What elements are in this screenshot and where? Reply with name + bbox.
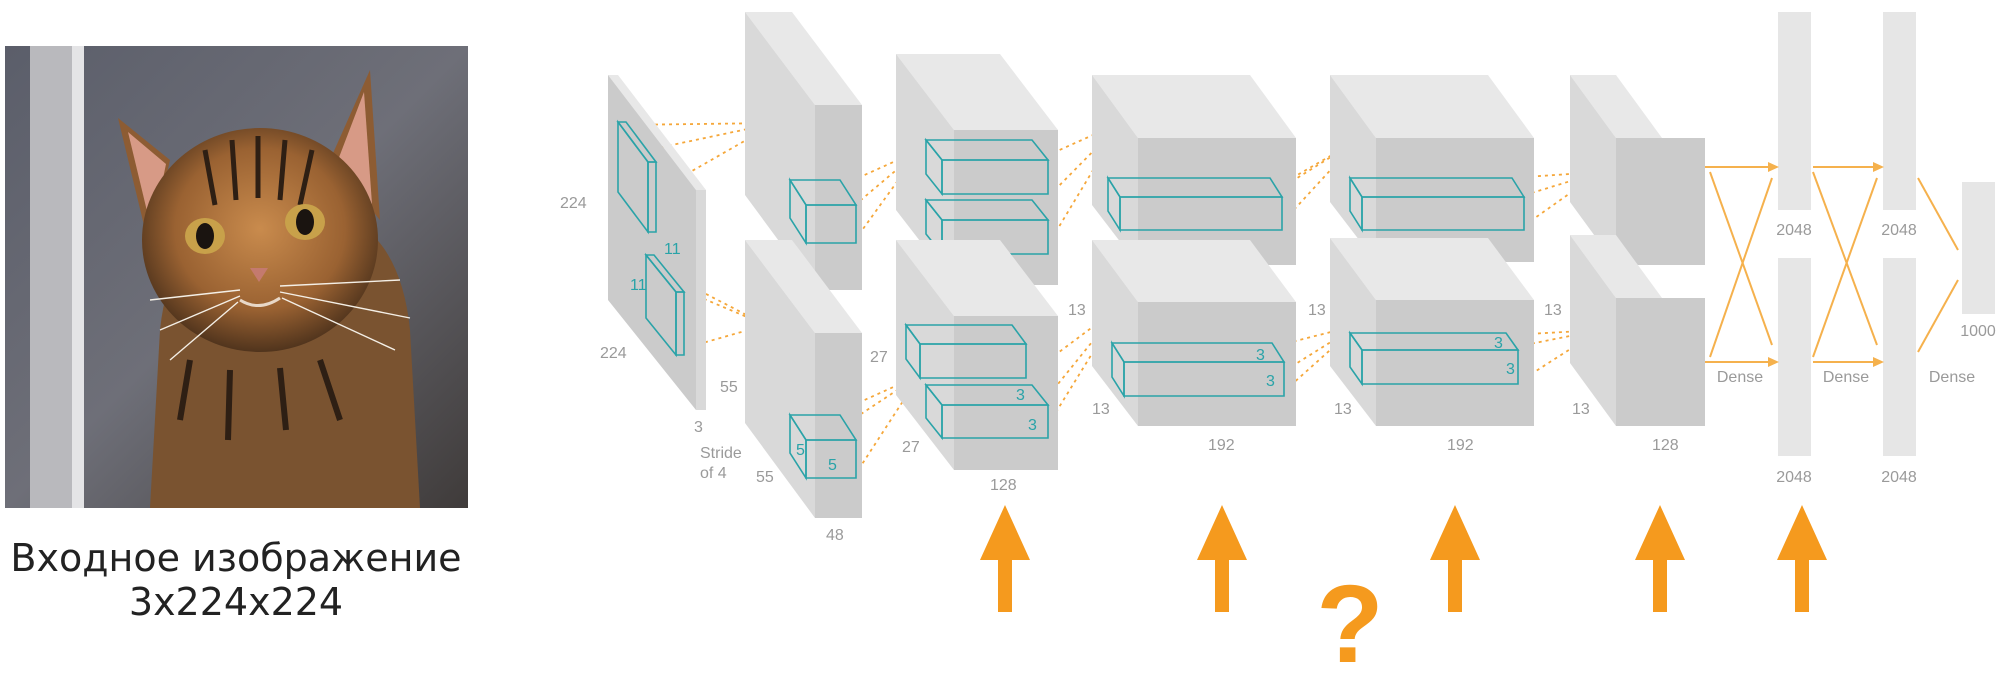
conv1-kernel-label-a: 5 — [796, 442, 805, 459]
conv3-bottom-block — [1092, 240, 1296, 426]
conv1-stride-label: Stride — [700, 445, 742, 462]
conv4-dim-b-label: 13 — [1334, 401, 1352, 418]
arrow-up-icon — [1635, 505, 1685, 612]
conv2-kernel-label-b: 3 — [1028, 417, 1037, 434]
dense1-bottom-label: 2048 — [1776, 469, 1812, 486]
conv4-top-block — [1330, 75, 1534, 262]
dense-flow-arrows — [1705, 162, 1959, 367]
conv3-top-block — [1092, 75, 1296, 265]
input-caption-dims: 3x224x224 — [129, 580, 343, 624]
conv4-kernel-label-b: 3 — [1506, 361, 1515, 378]
conv2-top-block — [896, 54, 1058, 285]
conv1-bottom-block — [745, 240, 862, 518]
dense2-bottom-label: 2048 — [1881, 469, 1917, 486]
conv4-dim-a-label: 13 — [1308, 302, 1326, 319]
dense2-top-label: 2048 — [1881, 222, 1917, 239]
conv3-kernel-label-b: 3 — [1266, 373, 1275, 390]
layer-labels: 224 224 3 11 11 55 55 48 Stride of 4 5 5… — [560, 195, 1996, 544]
input-width-label: 224 — [600, 345, 627, 362]
input-caption-title: Входное изображение — [10, 536, 461, 580]
question-mark: ? — [1316, 563, 1383, 680]
output-type-label: Dense — [1929, 369, 1975, 386]
dense1-top-label: 2048 — [1776, 222, 1812, 239]
output-size-label: 1000 — [1960, 323, 1996, 340]
conv1-kernel-label-b: 5 — [828, 457, 837, 474]
conv2-dim-b-label: 27 — [902, 439, 920, 456]
conv1-depth-label: 48 — [826, 527, 844, 544]
conv1-stride-label-2: of 4 — [700, 465, 727, 482]
conv4-kernel-label-a: 3 — [1494, 335, 1503, 352]
input-kernel-label-1: 11 — [664, 241, 681, 258]
input-kernel-label-2: 11 — [630, 277, 647, 294]
conv5-top-block — [1570, 75, 1705, 265]
conv1-top-block — [745, 12, 862, 290]
arrow-up-icon — [1197, 505, 1247, 612]
conv4-depth-label: 192 — [1447, 437, 1474, 454]
conv3-kernel-label-a: 3 — [1256, 347, 1265, 364]
input-volume — [608, 75, 706, 410]
conv1-dim-a-label: 55 — [720, 379, 738, 396]
orange-arrows — [980, 505, 1827, 612]
cat-photo-icon — [5, 46, 468, 508]
conv5-dim-a-label: 13 — [1544, 302, 1562, 319]
conv1-dim-b-label: 55 — [756, 469, 774, 486]
conv5-bottom-block — [1570, 235, 1705, 426]
conv5-dim-b-label: 13 — [1572, 401, 1590, 418]
conv2-depth-label: 128 — [990, 477, 1017, 494]
conv3-dim-a-label: 13 — [1068, 302, 1086, 319]
conv3-depth-label: 192 — [1208, 437, 1235, 454]
input-depth-label: 3 — [694, 419, 703, 436]
arrow-up-icon — [980, 505, 1030, 612]
arrow-up-icon — [1777, 505, 1827, 612]
conv4-bottom-block — [1330, 238, 1534, 426]
conv5-depth-label: 128 — [1652, 437, 1679, 454]
dense-layers — [1778, 12, 1995, 456]
input-height-label: 224 — [560, 195, 587, 212]
conv3-dim-b-label: 13 — [1092, 401, 1110, 418]
conv2-dim-a-label: 27 — [870, 349, 888, 366]
conv2-kernel-label-a: 3 — [1016, 387, 1025, 404]
conv2-bottom-block — [896, 240, 1058, 470]
dense1-type-label: Dense — [1717, 369, 1763, 386]
arrow-up-icon — [1430, 505, 1480, 612]
dense2-type-label: Dense — [1823, 369, 1869, 386]
